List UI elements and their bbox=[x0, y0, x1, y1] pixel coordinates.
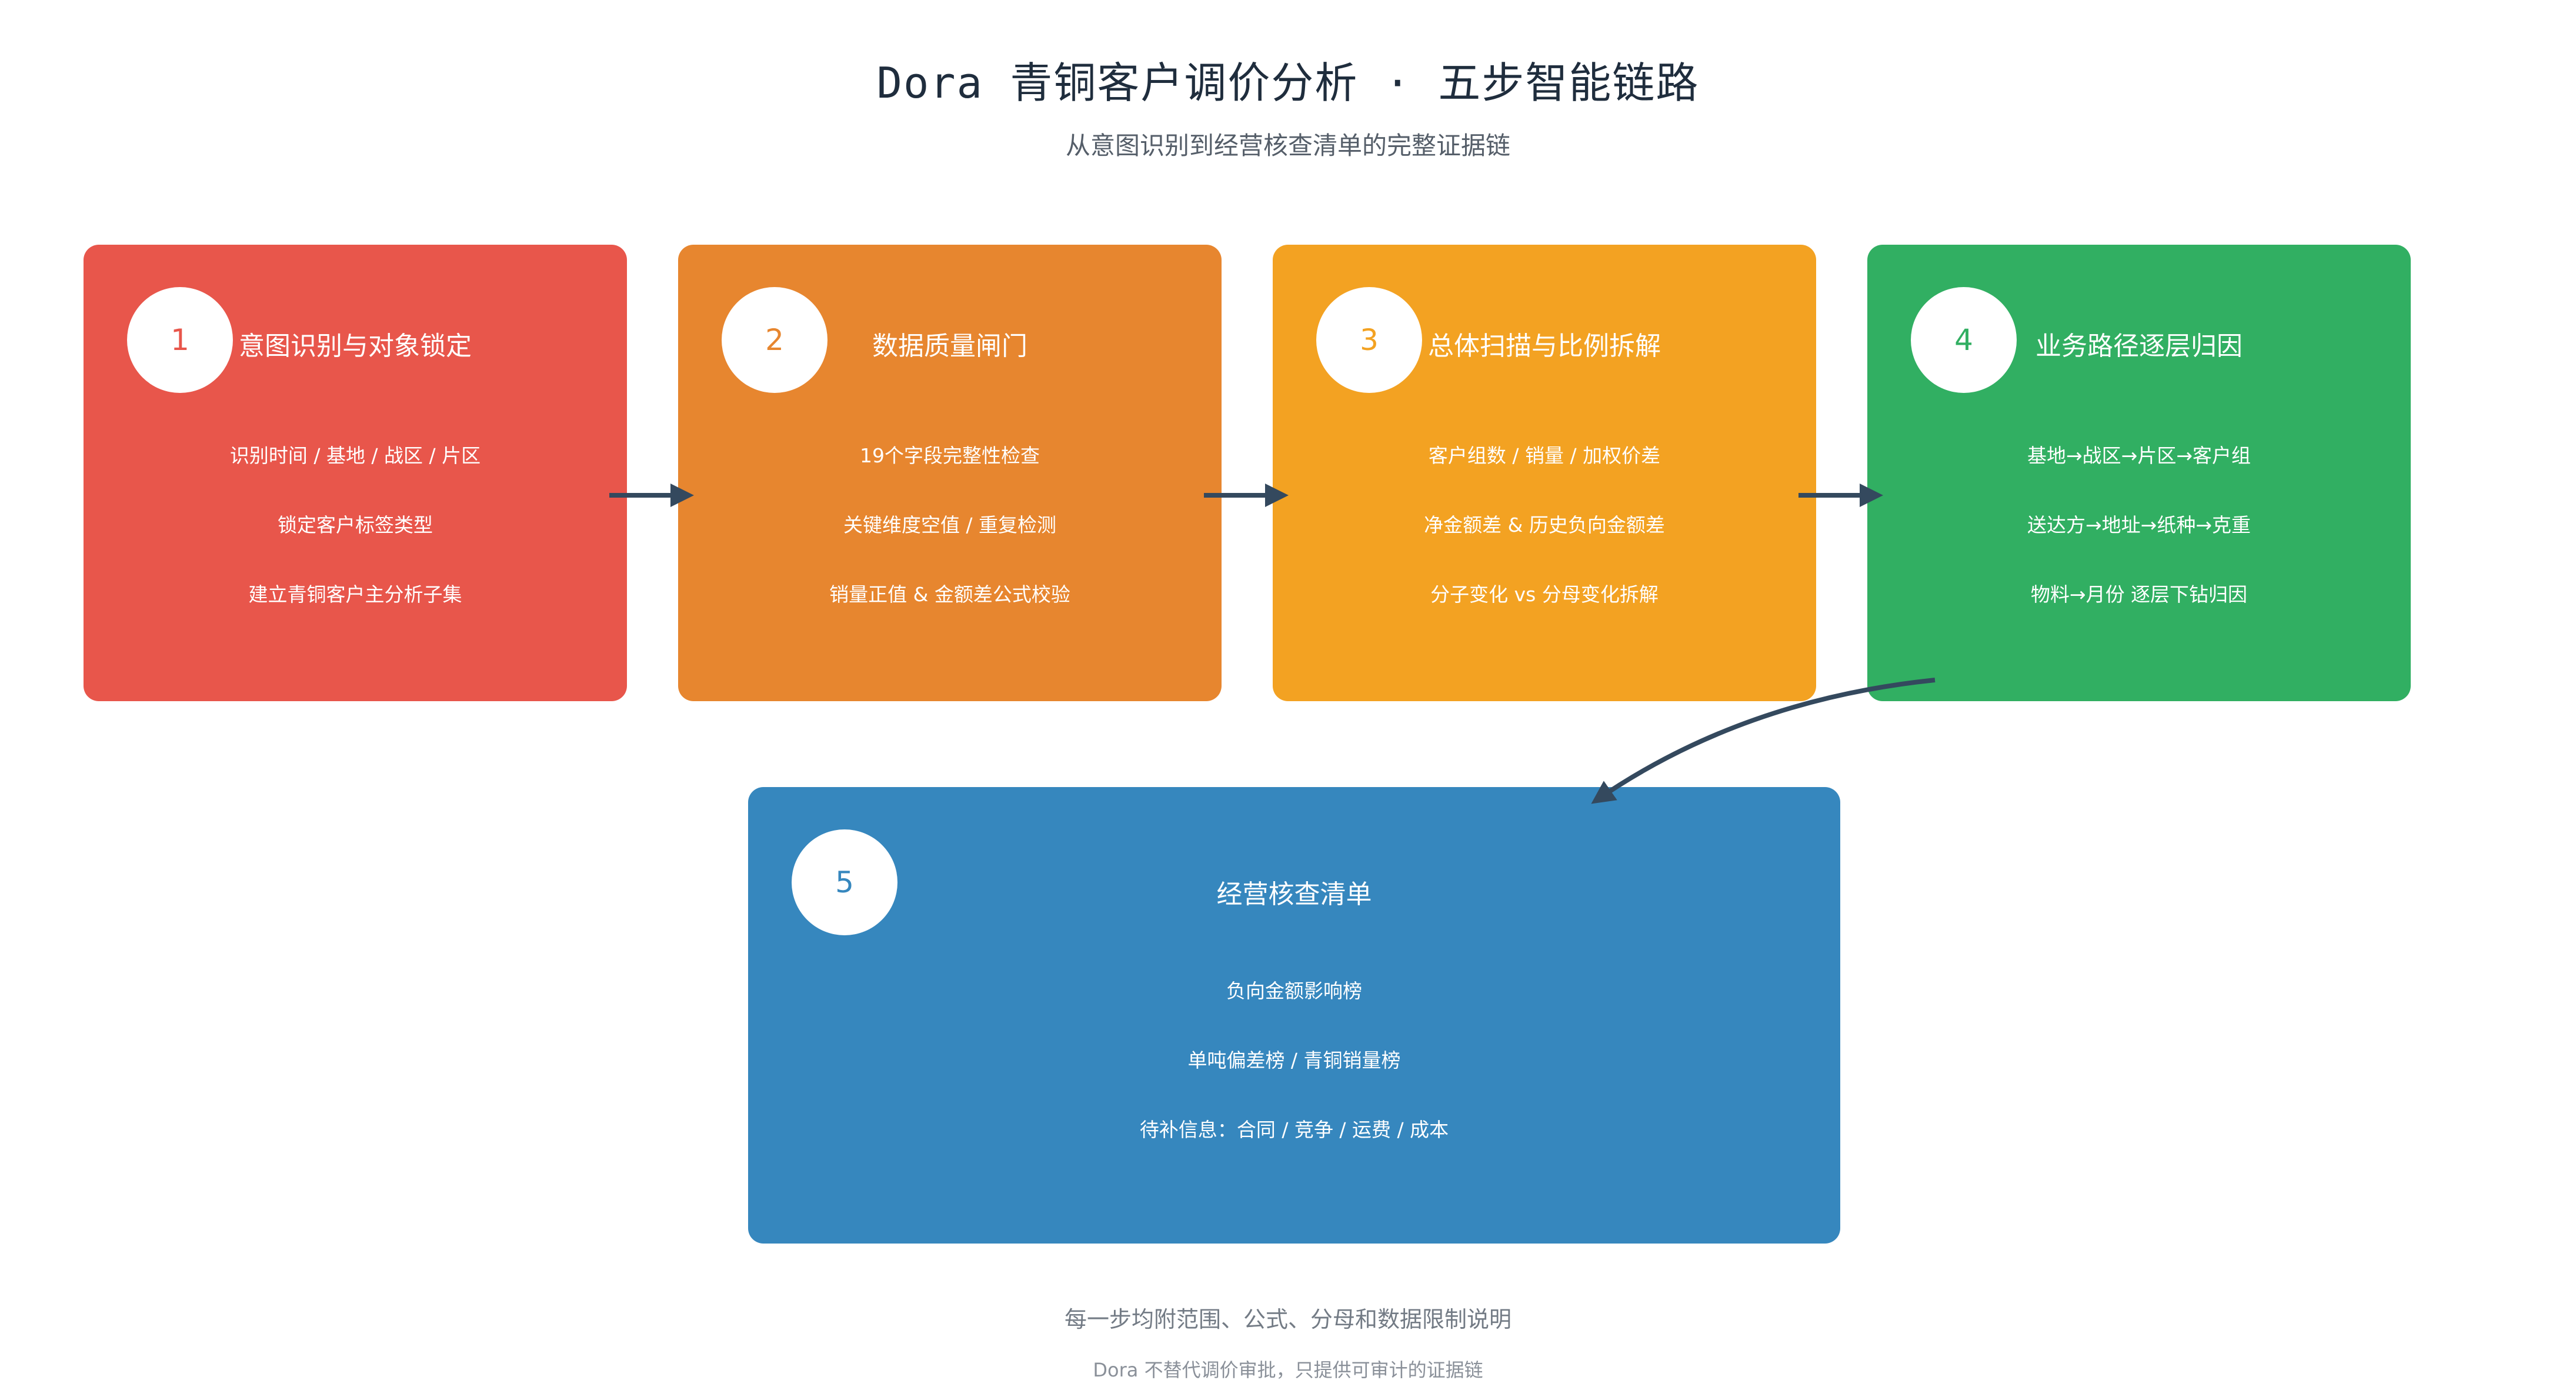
arrow-step4-to-step5 bbox=[1591, 678, 1936, 804]
page-title: Dora 青铜客户调价分析 · 五步智能链路 bbox=[876, 58, 1700, 108]
step-item: 待补信息：合同 / 竞争 / 运费 / 成本 bbox=[1139, 1118, 1449, 1141]
step-item: 负向金额影响榜 bbox=[1226, 979, 1362, 1002]
step-card-5: 5 经营核查清单 负向金额影响榜 单吨偏差榜 / 青铜销量榜 待补信息：合同 /… bbox=[748, 787, 1840, 1244]
step-number-badge: 4 bbox=[1911, 287, 2017, 393]
step-item: 销量正值 & 金额差公式校验 bbox=[829, 583, 1070, 606]
step-items: 基地→战区→片区→客户组 送达方→地址→纸种→克重 物料→月份 逐层下钻归因 bbox=[1867, 440, 2411, 648]
footer-disclaimer: Dora 不替代调价审批，只提供可审计的证据链 bbox=[1093, 1359, 1483, 1381]
step-title: 业务路径逐层归因 bbox=[2036, 331, 2243, 361]
step-items: 负向金额影响榜 单吨偏差榜 / 青铜销量榜 待补信息：合同 / 竞争 / 运费 … bbox=[748, 975, 1840, 1184]
step-title: 数据质量闸门 bbox=[872, 331, 1027, 361]
step-item: 物料→月份 逐层下钻归因 bbox=[2030, 583, 2248, 606]
step-items: 识别时间 / 基地 / 战区 / 片区 锁定客户标签类型 建立青铜客户主分析子集 bbox=[84, 440, 627, 648]
step-item: 关键维度空值 / 重复检测 bbox=[843, 514, 1057, 536]
step-title: 总体扫描与比例拆解 bbox=[1428, 331, 1661, 361]
step-item: 建立青铜客户主分析子集 bbox=[248, 583, 462, 606]
step-items: 客户组数 / 销量 / 加权价差 净金额差 & 历史负向金额差 分子变化 vs … bbox=[1273, 440, 1816, 648]
step-number-badge: 3 bbox=[1316, 287, 1422, 393]
step-items: 19个字段完整性检查 关键维度空值 / 重复检测 销量正值 & 金额差公式校验 bbox=[678, 440, 1222, 648]
page-subtitle: 从意图识别到经营核查清单的完整证据链 bbox=[1065, 131, 1510, 160]
footer-note: 每一步均附范围、公式、分母和数据限制说明 bbox=[1064, 1306, 1511, 1332]
step-card-1: 1 意图识别与对象锁定 识别时间 / 基地 / 战区 / 片区 锁定客户标签类型… bbox=[84, 245, 627, 701]
step-number-badge: 5 bbox=[792, 829, 897, 935]
step-item: 净金额差 & 历史负向金额差 bbox=[1424, 514, 1665, 536]
step-card-2: 2 数据质量闸门 19个字段完整性检查 关键维度空值 / 重复检测 销量正值 &… bbox=[678, 245, 1222, 701]
step-item: 基地→战区→片区→客户组 bbox=[2027, 444, 2251, 467]
step-title: 经营核查清单 bbox=[1216, 879, 1372, 909]
step-card-3: 3 总体扫描与比例拆解 客户组数 / 销量 / 加权价差 净金额差 & 历史负向… bbox=[1273, 245, 1816, 701]
step-item: 分子变化 vs 分母变化拆解 bbox=[1430, 583, 1659, 606]
step-number-badge: 1 bbox=[127, 287, 233, 393]
step-item: 单吨偏差榜 / 青铜销量榜 bbox=[1187, 1049, 1401, 1072]
step-item: 识别时间 / 基地 / 战区 / 片区 bbox=[229, 444, 481, 467]
step-item: 19个字段完整性检查 bbox=[860, 444, 1040, 467]
step-title: 意图识别与对象锁定 bbox=[239, 331, 472, 361]
step-item: 锁定客户标签类型 bbox=[278, 514, 433, 536]
step-item: 客户组数 / 销量 / 加权价差 bbox=[1428, 444, 1661, 467]
step-card-4: 4 业务路径逐层归因 基地→战区→片区→客户组 送达方→地址→纸种→克重 物料→… bbox=[1867, 245, 2411, 701]
step-number-badge: 2 bbox=[722, 287, 827, 393]
step-item: 送达方→地址→纸种→克重 bbox=[2027, 514, 2251, 536]
